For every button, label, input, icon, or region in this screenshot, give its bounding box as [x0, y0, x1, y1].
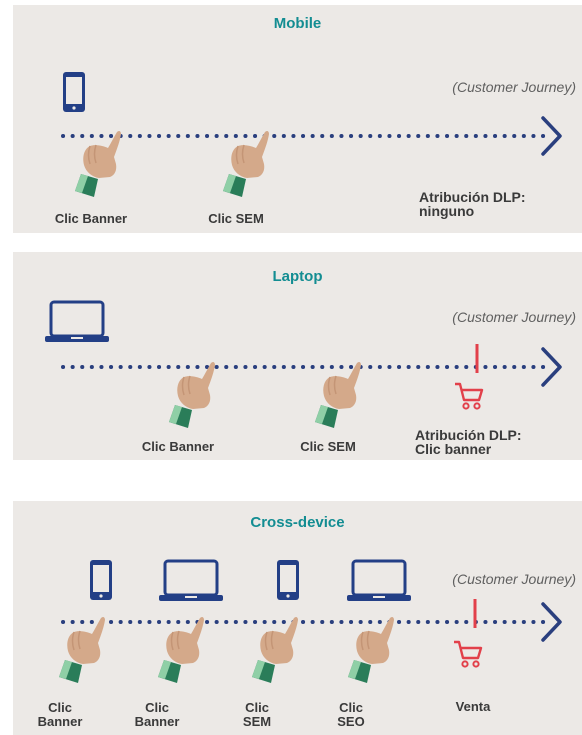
step-label: Clic Banner [54, 211, 128, 226]
hand-click-icon [344, 616, 395, 684]
step-label: Clic Banner [127, 701, 187, 729]
panel-title: Laptop [272, 268, 323, 285]
laptop-icon [43, 300, 111, 344]
phone-icon [63, 72, 85, 112]
chevron-right-icon [541, 116, 562, 156]
step-label: Clic Banner [30, 701, 90, 729]
hand-click-icon [154, 616, 205, 684]
phone-icon [277, 560, 299, 600]
hand-click-icon [311, 361, 362, 429]
step-label: Clic SEM [227, 701, 287, 729]
journey-diagram [55, 559, 562, 684]
panel-cross-device: Cross-device (Customer Journey) Clic Ban… [13, 501, 582, 735]
step-label-line1: Clic [245, 700, 269, 715]
laptop-icon [157, 559, 225, 603]
journey-diagram [61, 72, 562, 198]
attribution-value: Clic banner [415, 441, 492, 457]
step-label: Clic SEM [300, 439, 356, 454]
step-label-line1: Clic [48, 700, 72, 715]
panel-title: Mobile [273, 15, 322, 32]
hand-click-icon [165, 361, 216, 429]
cart-icon [453, 382, 484, 410]
hand-click-icon [55, 616, 106, 684]
attribution-title: Atribución DLP: [419, 189, 526, 205]
step-label-line2: SEM [242, 714, 272, 729]
step-label-line2: Banner [134, 714, 180, 729]
hand-click-icon [219, 130, 270, 198]
chevron-right-icon [541, 602, 562, 642]
chevron-right-icon [541, 347, 562, 387]
step-label: Clic SEM [208, 211, 264, 226]
customer-journey-label: (Customer Journey) [452, 571, 576, 587]
step-label: Clic Banner [141, 439, 215, 454]
hand-click-icon [248, 616, 299, 684]
step-label-line2: Banner [37, 714, 83, 729]
customer-journey-label: (Customer Journey) [452, 309, 576, 325]
panel-laptop: Laptop (Customer Journey) Clic Banner Cl… [13, 252, 582, 460]
attribution-value: ninguno [419, 203, 475, 219]
step-label-line2: SEO [337, 714, 365, 729]
panel-mobile: Mobile (Customer Journey) Clic Banner Cl… [13, 5, 582, 233]
attribution-title: Atribución DLP: [415, 427, 522, 443]
laptop-icon [345, 559, 413, 603]
panel-title: Cross-device [250, 514, 345, 531]
hand-click-icon [71, 130, 122, 198]
journey-diagram [43, 300, 562, 429]
sale-label: Venta [455, 699, 491, 714]
phone-icon [90, 560, 112, 600]
customer-journey-label: (Customer Journey) [452, 79, 576, 95]
step-label: Clic SEO [321, 701, 381, 729]
step-label-line1: Clic [339, 700, 363, 715]
step-label-line1: Clic [145, 700, 169, 715]
cart-icon [452, 640, 483, 668]
